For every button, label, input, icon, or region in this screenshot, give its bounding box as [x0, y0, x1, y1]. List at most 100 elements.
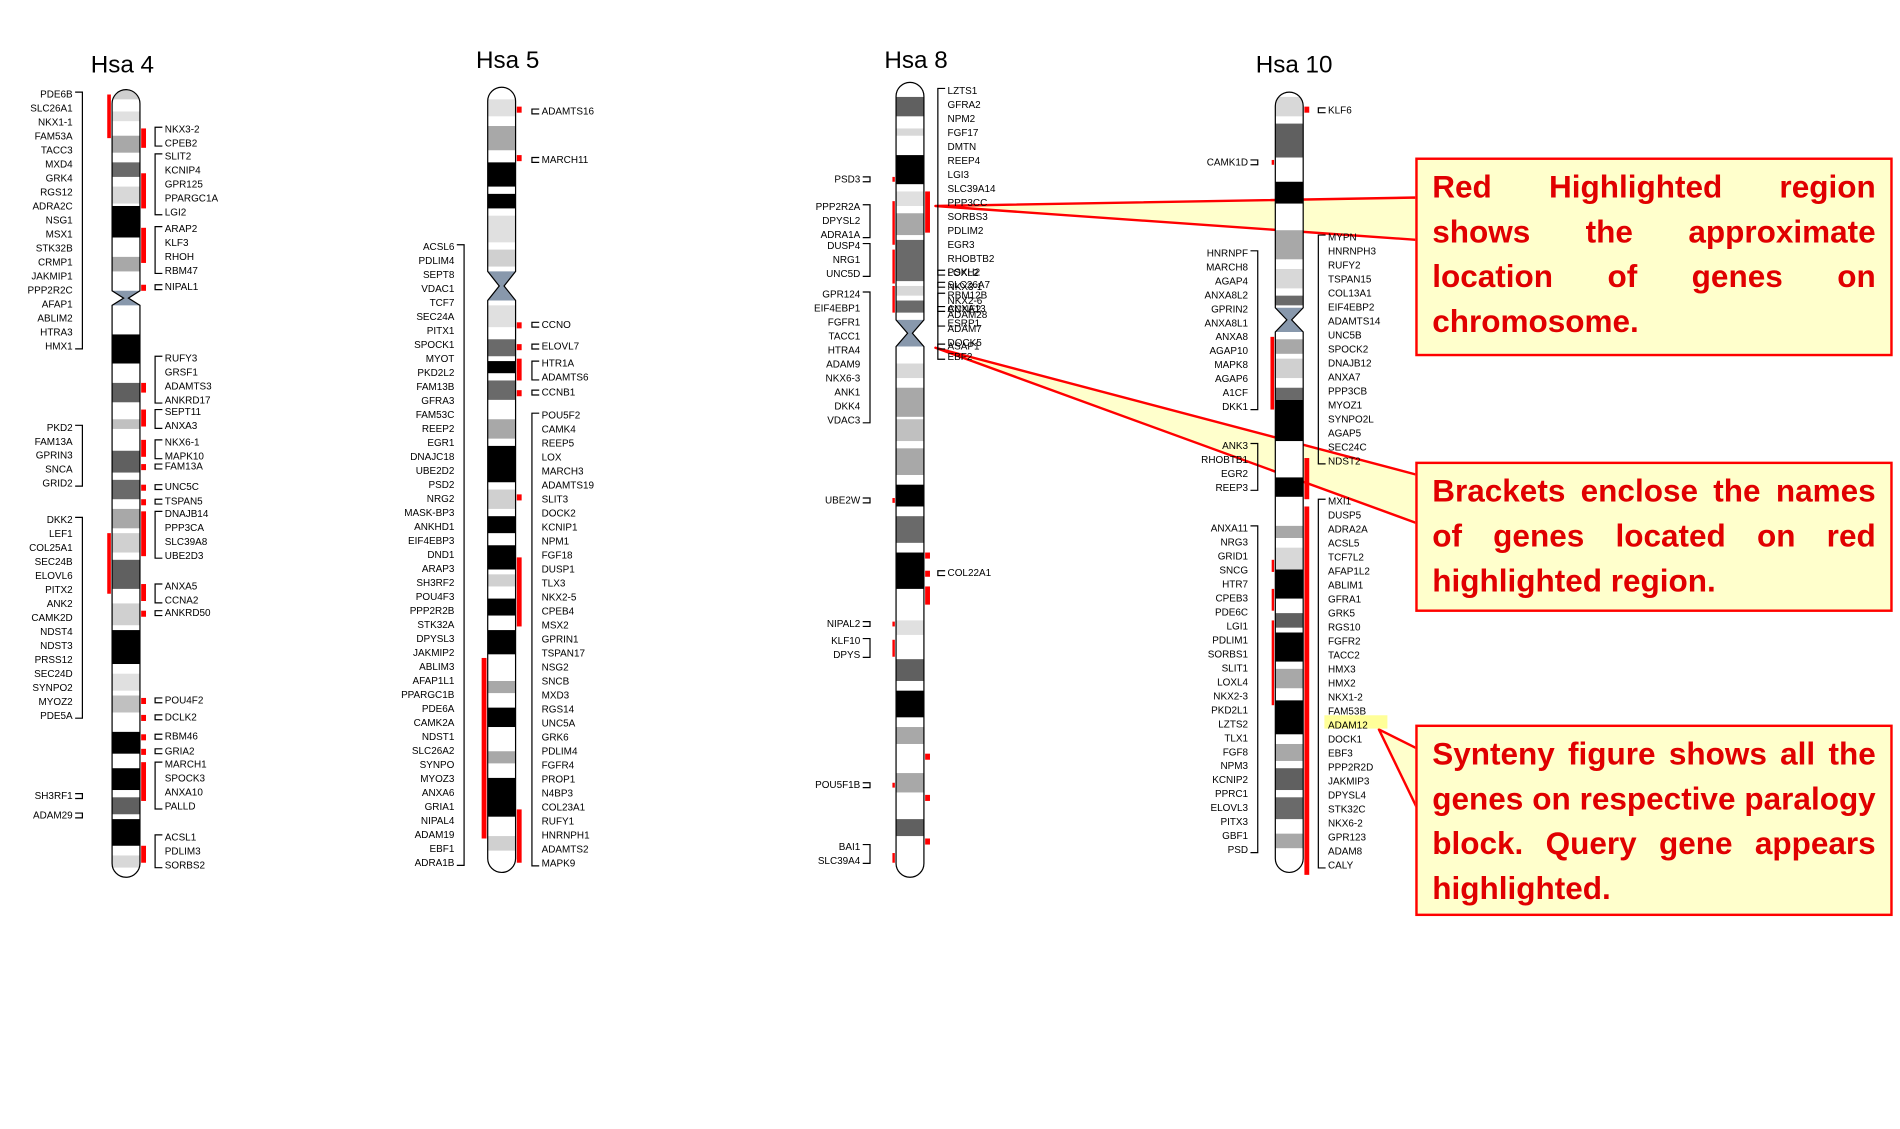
gene-label: NIPAL4 [421, 816, 455, 827]
chromosome-band [487, 836, 516, 851]
gene-bracket [862, 176, 871, 183]
highlight-mark [481, 657, 487, 839]
gene-label: ARAP3 [422, 564, 455, 575]
gene-label: UNC5C [165, 482, 199, 493]
gene-label: EIF4EBP1 [814, 303, 861, 314]
chromosome-band [896, 484, 924, 507]
gene-label: NRG2 [427, 494, 455, 505]
highlight-mark [892, 853, 895, 863]
gene-label: PDLIM3 [165, 846, 201, 857]
gene-label: SYNPO [420, 760, 455, 771]
gene-label: PROP1 [542, 775, 576, 786]
gene-label: ELOVL6 [35, 571, 73, 582]
highlight-mark [141, 173, 147, 209]
highlight-mark [107, 94, 111, 139]
chromosome-band [896, 819, 924, 837]
gene-label: SORBS3 [948, 212, 989, 223]
chromosome-hsa-10: Hsa 10CAMK1DHNRNPFMARCH8AGAP4ANXA8L2GPRI… [1201, 52, 1388, 875]
highlight-mark [516, 322, 522, 329]
gene-label: FGF8 [1223, 747, 1249, 758]
chromosome-band [112, 673, 140, 691]
gene-label: ANK1 [834, 387, 860, 398]
gene-label: DKK4 [834, 401, 860, 412]
chromosome-band [1275, 230, 1304, 260]
gene-bracket [1250, 442, 1259, 491]
gene-label: PKD2L2 [417, 368, 454, 379]
chromosome-band [1275, 700, 1304, 735]
gene-label: DKK2 [47, 515, 73, 526]
gene-label: GRK4 [46, 174, 74, 185]
gene-label: TACC2 [1328, 651, 1360, 662]
gene-label: PPRC1 [1215, 789, 1249, 800]
chromosome-band [896, 727, 924, 744]
chromosome-band [1275, 632, 1304, 662]
gene-bracket [531, 156, 540, 163]
gene-label: SNCA [45, 465, 73, 476]
gene-label: TACC1 [829, 331, 861, 342]
gene-bracket [154, 355, 163, 404]
gene-label: SNCG [1219, 565, 1248, 576]
gene-label: MASK-BP3 [404, 508, 455, 519]
gene-label: ABLIM1 [1328, 581, 1364, 592]
gene-label: SPOCK2 [1328, 344, 1369, 355]
gene-label: PPARGC1A [165, 193, 219, 204]
chromosome-band [487, 598, 516, 616]
highlight-mark [107, 533, 111, 594]
gene-label: ADAMTS19 [542, 481, 595, 492]
gene-bracket [75, 793, 84, 800]
gene-label: KLF3 [165, 238, 189, 249]
gene-label: DPYSL4 [1328, 791, 1367, 802]
highlight-mark [141, 610, 147, 617]
gene-bracket [456, 244, 465, 867]
gene-label: MAPK8 [1214, 360, 1248, 371]
gene-label: RGS14 [542, 705, 575, 716]
gene-label: NRG1 [833, 255, 861, 266]
chromosome-band [487, 419, 516, 439]
chromosome-band [896, 155, 924, 185]
gene-label: FAM13B [416, 382, 454, 393]
gene-label: NKX6-1 [165, 437, 200, 448]
gene-label: RUFY2 [1328, 261, 1361, 272]
gene-label: NDST2 [1328, 456, 1361, 467]
chromosome-band [1275, 123, 1304, 158]
gene-label: SLC39A8 [165, 537, 208, 548]
gene-label: HTRA3 [40, 327, 73, 338]
chromosome-band [896, 96, 924, 117]
gene-label: LOXL4 [1217, 677, 1248, 688]
gene-label: ASAP1 [948, 342, 980, 353]
chromosome-band [112, 256, 140, 272]
chromosome-band [487, 751, 516, 764]
chromosome-band [896, 690, 924, 718]
gene-bracket [154, 408, 163, 430]
callout-red-region: Red Highlighted region shows the approxi… [1415, 157, 1893, 357]
gene-label: JAKMIP2 [413, 648, 455, 659]
gene-label: SLIT2 [165, 151, 192, 162]
gene-label: NKX3-1 [948, 282, 983, 293]
gene-label: KCNIP2 [1212, 775, 1248, 786]
gene-label: UNC5A [542, 719, 576, 730]
gene-label: STK32A [417, 620, 454, 631]
gene-label: SEPT8 [423, 270, 455, 281]
gene-label: LEF1 [49, 529, 73, 540]
gene-label: LZTS2 [1218, 719, 1248, 730]
gene-label: ANXA8L2 [1204, 290, 1248, 301]
gene-label: RUFY3 [165, 354, 198, 365]
gene-label: REEP4 [948, 156, 981, 167]
gene-label: AGAP4 [1215, 276, 1249, 287]
gene-label: UNC5D [826, 269, 860, 280]
chromosome-band [112, 695, 140, 713]
centromere [1275, 307, 1304, 333]
gene-label: PKD2L1 [1211, 705, 1248, 716]
gene-label: CPEB2 [165, 139, 198, 150]
gene-label: MSX2 [542, 621, 570, 632]
gene-label: GRID1 [1218, 551, 1249, 562]
chromosome-hsa-5: Hsa 5ACSL6PDLIM4SEPT8VDAC1TCF7SEC24APITX… [401, 47, 594, 873]
gene-label: SLC26A2 [412, 746, 455, 757]
gene-label: LGI2 [165, 207, 187, 218]
chromosome-band [487, 99, 516, 117]
gene-bracket [154, 583, 163, 604]
gene-label: NKX6-3 [826, 373, 861, 384]
gene-label: SNCB [542, 677, 570, 688]
gene-label: DKK1 [1222, 402, 1248, 413]
chromosome-title: Hsa 4 [91, 52, 154, 79]
